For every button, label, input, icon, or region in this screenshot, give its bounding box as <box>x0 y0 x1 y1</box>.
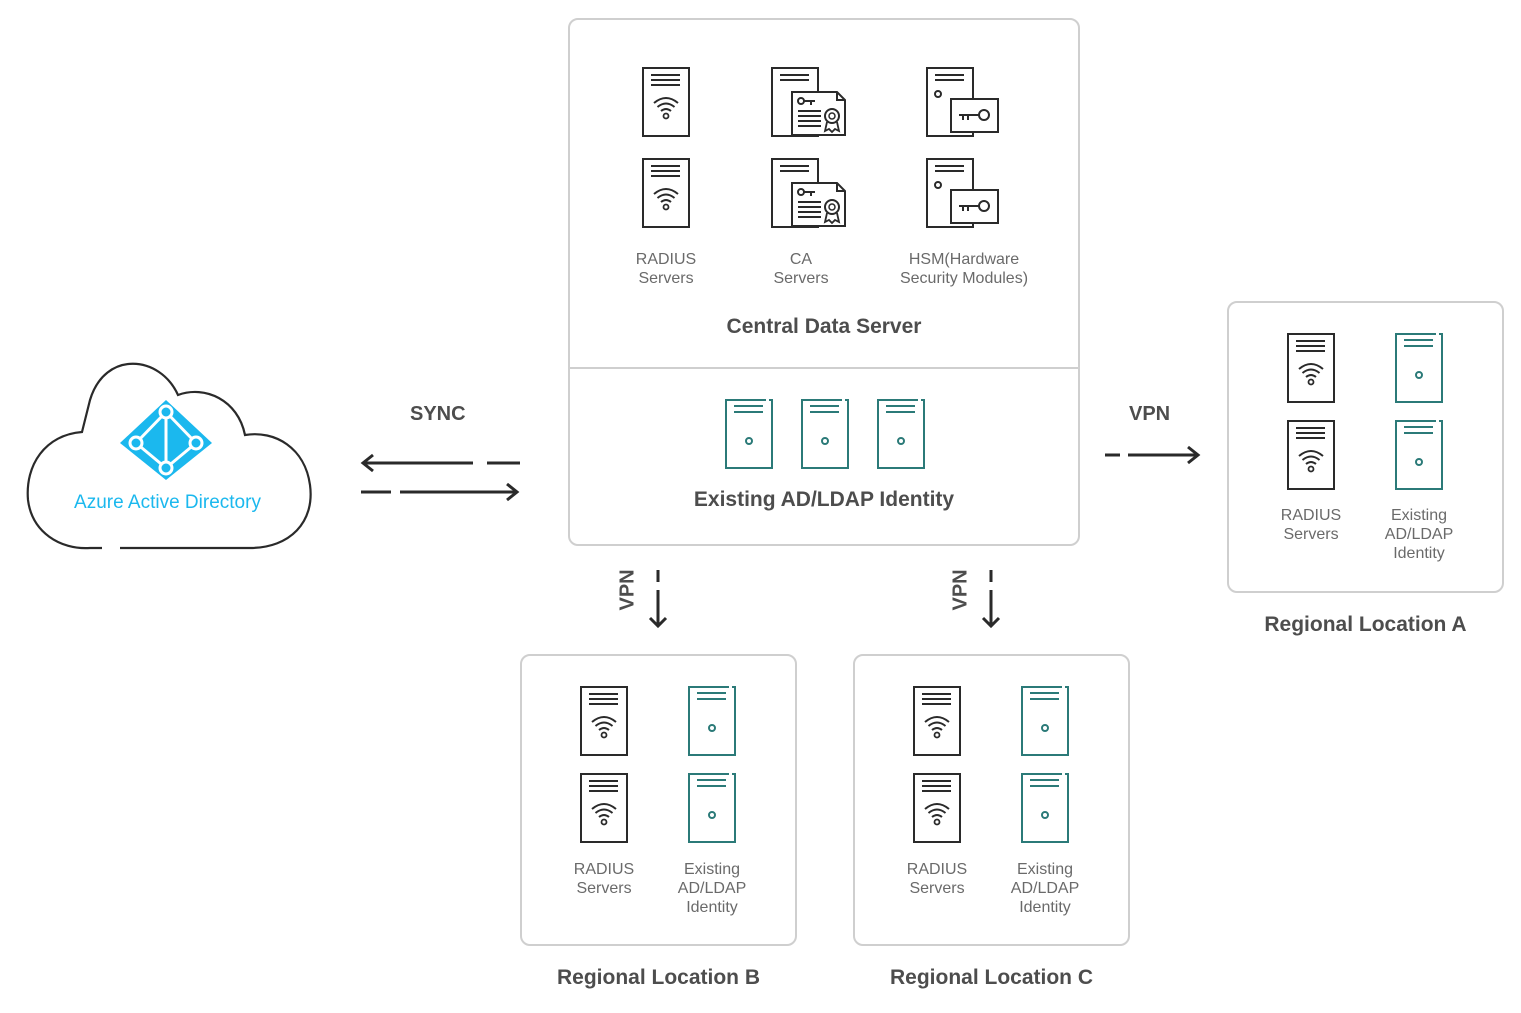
hsm-icon <box>926 67 1002 137</box>
identity-server-icon <box>1021 686 1069 756</box>
regional-b-box <box>520 654 797 946</box>
radius-server-icon <box>913 773 961 843</box>
ca-server-icon <box>771 158 847 228</box>
azure-label: Azure Active Directory <box>74 492 261 513</box>
vpn-c-label: VPN <box>949 569 972 611</box>
identity-server-icon <box>725 399 773 469</box>
identity-server-icon <box>1395 333 1443 403</box>
radius-server-icon <box>580 773 628 843</box>
regional-c-box <box>853 654 1130 946</box>
azure-ad-logo-icon <box>118 398 214 482</box>
vpn-c-arrow <box>978 568 1004 632</box>
identity-server-icon <box>877 399 925 469</box>
regional-c-title: Regional Location C <box>889 966 1093 989</box>
radius-server-icon <box>1287 420 1335 490</box>
regional-b-title: Regional Location B <box>556 966 760 989</box>
identity-server-icon <box>801 399 849 469</box>
central-identity-title: Existing AD/LDAP Identity <box>693 488 955 511</box>
radius-server-icon <box>580 686 628 756</box>
identity-server-icon <box>688 773 736 843</box>
hsm-icon <box>926 158 1002 228</box>
vpn-b-label: VPN <box>616 569 639 611</box>
vpn-a-arrow <box>1100 442 1210 468</box>
regional-a-box <box>1227 301 1504 593</box>
identity-server-icon <box>1395 420 1443 490</box>
radius-server-icon <box>913 686 961 756</box>
regional-a-title: Regional Location A <box>1264 613 1467 636</box>
vpn-a-label: VPN <box>1129 403 1171 425</box>
radius-server-icon <box>1287 333 1335 403</box>
ca-server-icon <box>771 67 847 137</box>
radius-server-icon <box>642 158 690 228</box>
sync-label: SYNC <box>410 403 466 425</box>
sync-arrows <box>355 450 530 505</box>
identity-server-icon <box>688 686 736 756</box>
identity-server-icon <box>1021 773 1069 843</box>
azure-cloud <box>20 340 320 555</box>
central-divider <box>569 367 1079 369</box>
vpn-b-arrow <box>645 568 671 632</box>
radius-server-icon <box>642 67 690 137</box>
central-title: Central Data Server <box>726 315 922 338</box>
